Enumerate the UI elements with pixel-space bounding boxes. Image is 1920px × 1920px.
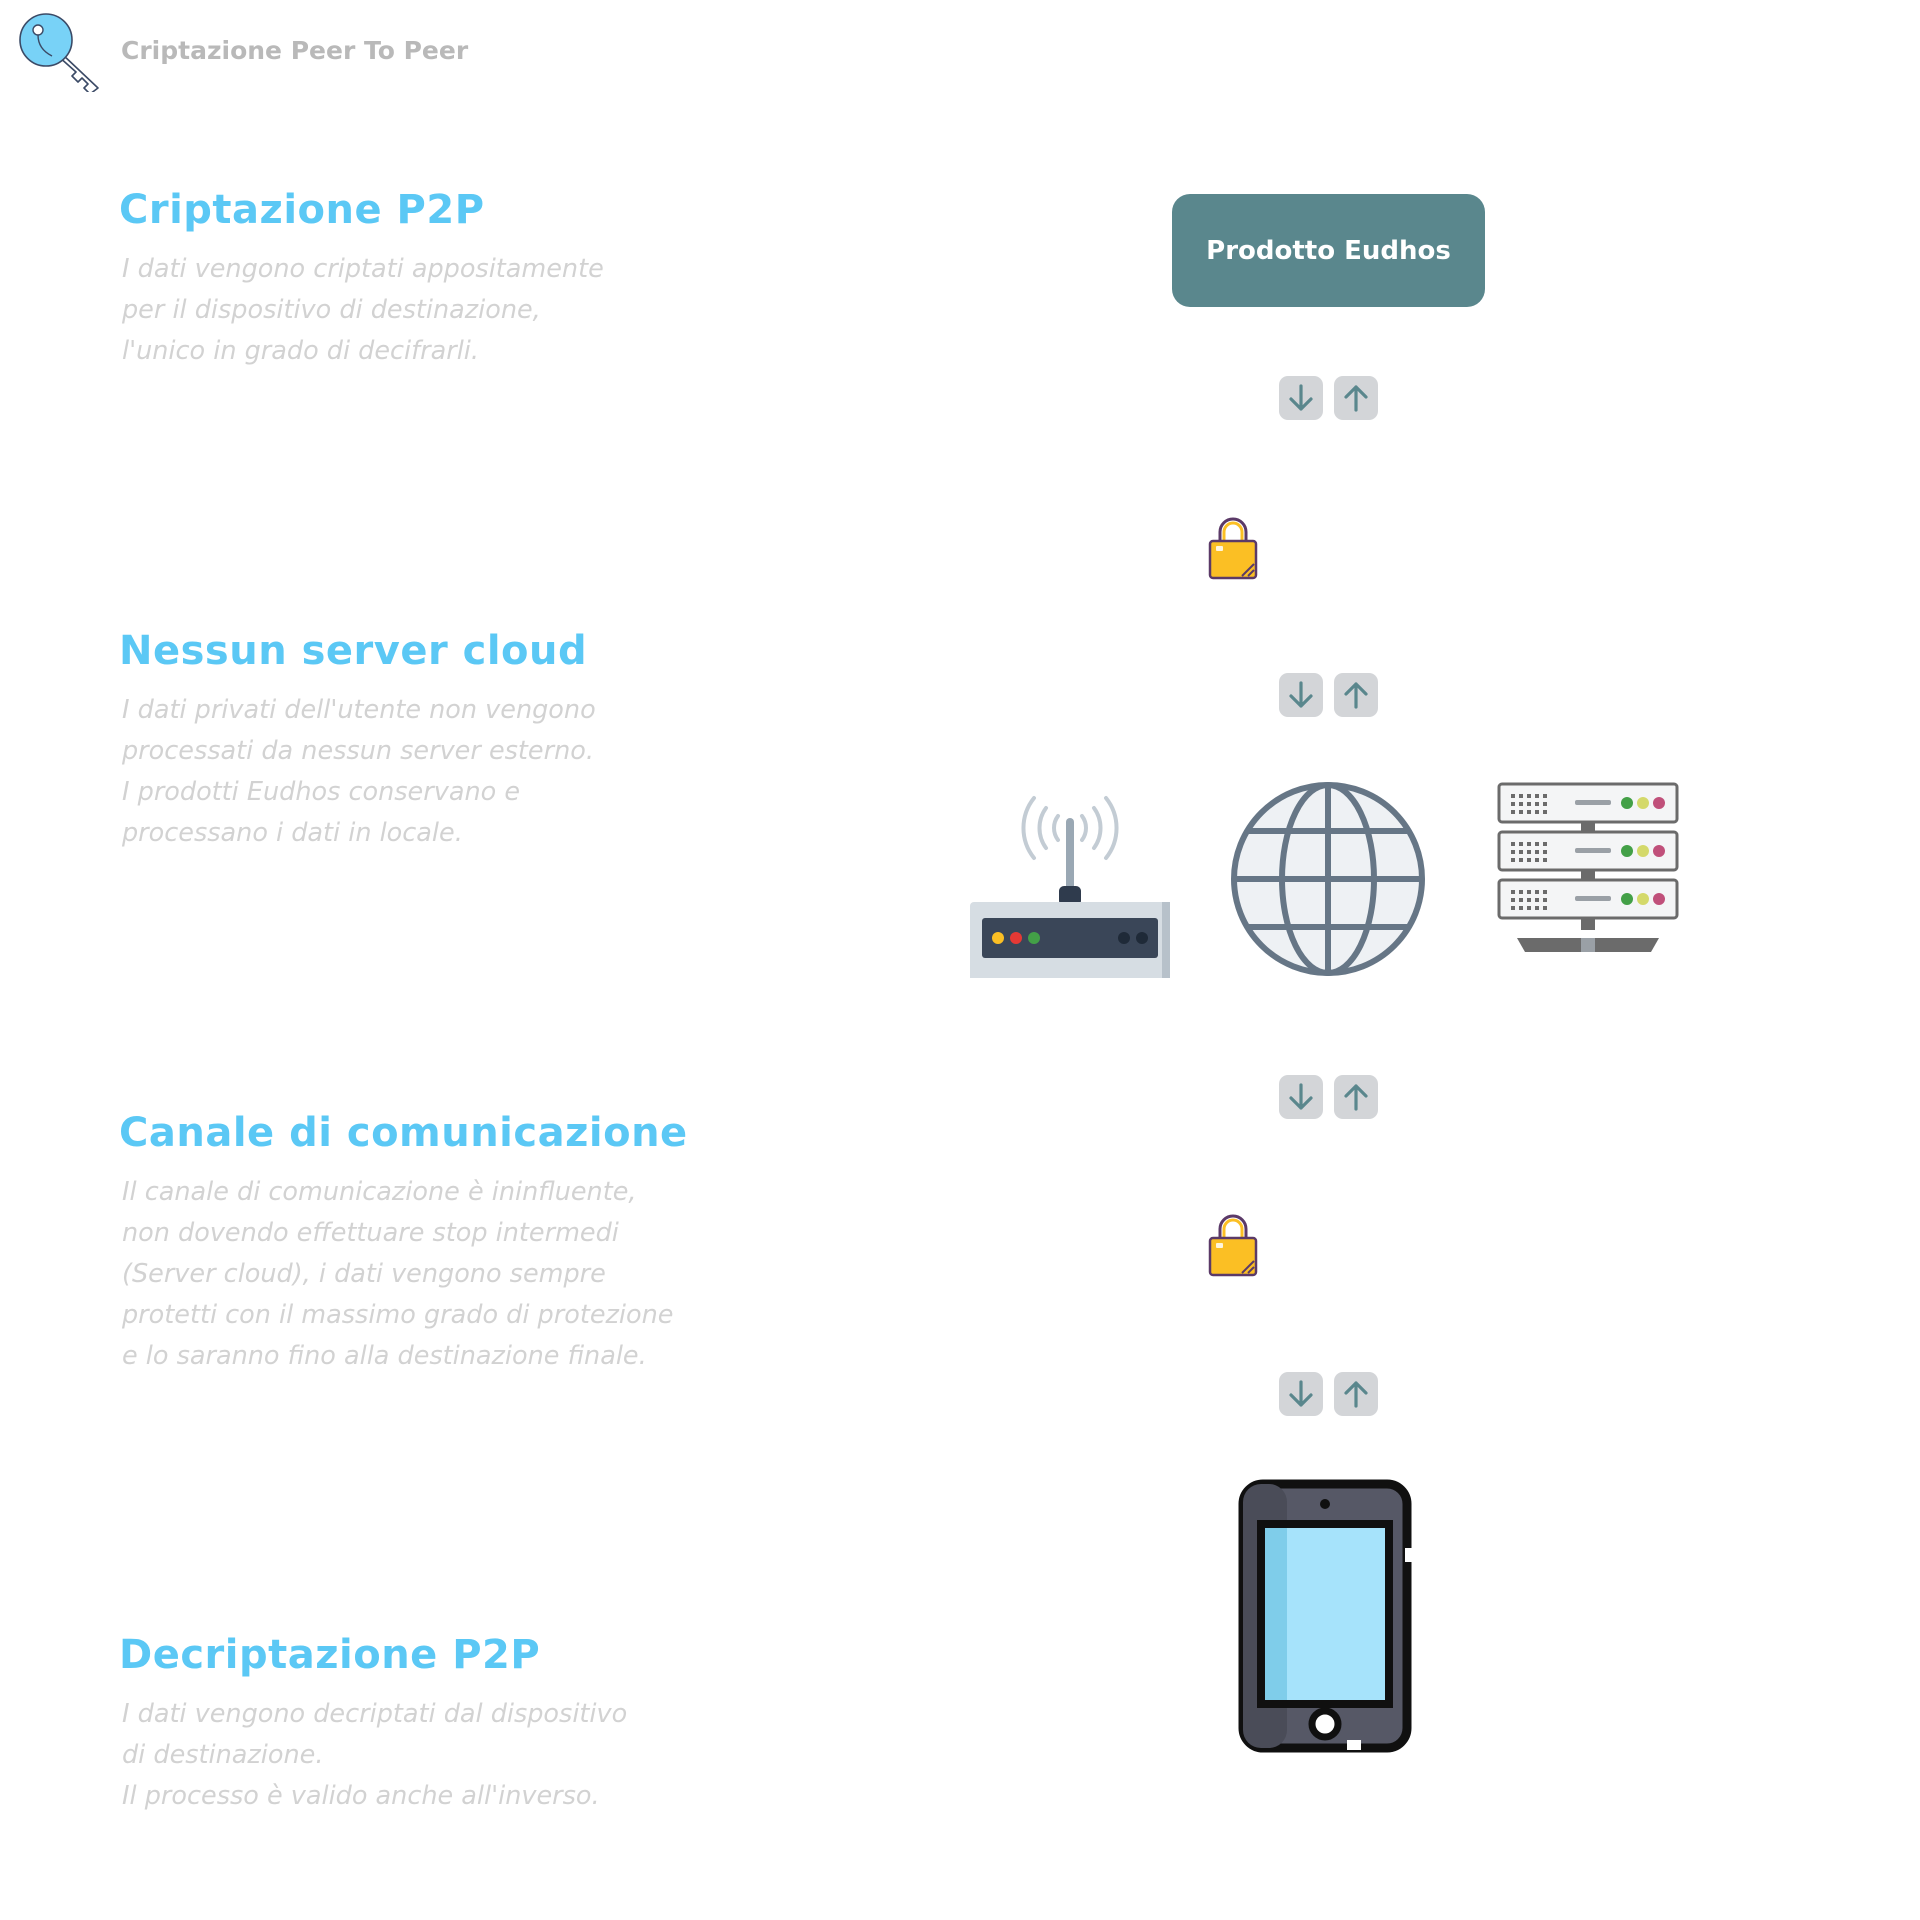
section-desc-no-cloud: I dati privati dell'utente non vengono p… — [122, 690, 596, 854]
desc-line: I dati vengono decriptati dal dispositiv… — [122, 1699, 628, 1729]
transfer-arrows — [1279, 1372, 1379, 1416]
desc-line: processati da nessun server esterno. — [122, 736, 594, 766]
lock-icon — [1208, 517, 1258, 580]
desc-line: Il canale di comunicazione è ininfluente… — [122, 1177, 637, 1207]
desc-line: l'unico in grado di decifrarli. — [122, 336, 479, 366]
header-title: Criptazione Peer To Peer — [121, 36, 469, 65]
arrow-up-icon — [1334, 1372, 1378, 1416]
server-unit — [1497, 830, 1679, 872]
smartphone-icon — [1238, 1479, 1413, 1753]
desc-line: I prodotti Eudhos conservano e — [122, 777, 521, 807]
desc-line: (Server cloud), i dati vengono sempre — [122, 1259, 606, 1289]
section-title-encryption: Criptazione P2P — [119, 187, 485, 233]
section-desc-channel: Il canale di comunicazione è ininfluente… — [122, 1172, 673, 1377]
arrow-down-icon — [1279, 1075, 1323, 1119]
router-icon — [970, 796, 1170, 978]
arrow-down-icon — [1279, 376, 1323, 420]
arrow-down-icon — [1279, 673, 1323, 717]
transfer-arrows — [1279, 673, 1379, 717]
arrow-down-icon — [1279, 1372, 1323, 1416]
server-unit — [1497, 878, 1679, 920]
server-icon — [1497, 782, 1679, 952]
desc-line: Il processo è valido anche all'inverso. — [122, 1781, 600, 1811]
arrow-up-icon — [1334, 673, 1378, 717]
section-desc-decryption: I dati vengono decriptati dal dispositiv… — [122, 1694, 627, 1817]
lock-icon — [1208, 1214, 1258, 1277]
desc-line: per il dispositivo di destinazione, — [122, 295, 541, 325]
product-box: Prodotto Eudhos — [1172, 194, 1485, 307]
desc-line: processano i dati in locale. — [122, 818, 463, 848]
desc-line: protetti con il massimo grado di protezi… — [122, 1300, 674, 1330]
globe-icon — [1231, 782, 1425, 976]
product-label: Prodotto Eudhos — [1206, 235, 1451, 266]
transfer-arrows — [1279, 376, 1379, 420]
section-desc-encryption: I dati vengono criptati appositamente pe… — [122, 249, 604, 372]
desc-line: I dati privati dell'utente non vengono — [122, 695, 596, 725]
desc-line: di destinazione. — [122, 1740, 324, 1770]
arrow-up-icon — [1334, 376, 1378, 420]
transfer-arrows — [1279, 1075, 1379, 1119]
key-icon — [19, 13, 99, 92]
section-title-decryption: Decriptazione P2P — [119, 1632, 541, 1678]
section-title-no-cloud: Nessun server cloud — [119, 628, 588, 674]
desc-line: e lo saranno fino alla destinazione fina… — [122, 1341, 647, 1371]
server-unit — [1497, 782, 1679, 824]
arrow-up-icon — [1334, 1075, 1378, 1119]
desc-line: non dovendo effettuare stop intermedi — [122, 1218, 619, 1248]
desc-line: I dati vengono criptati appositamente — [122, 254, 604, 284]
section-title-channel: Canale di comunicazione — [119, 1110, 688, 1156]
